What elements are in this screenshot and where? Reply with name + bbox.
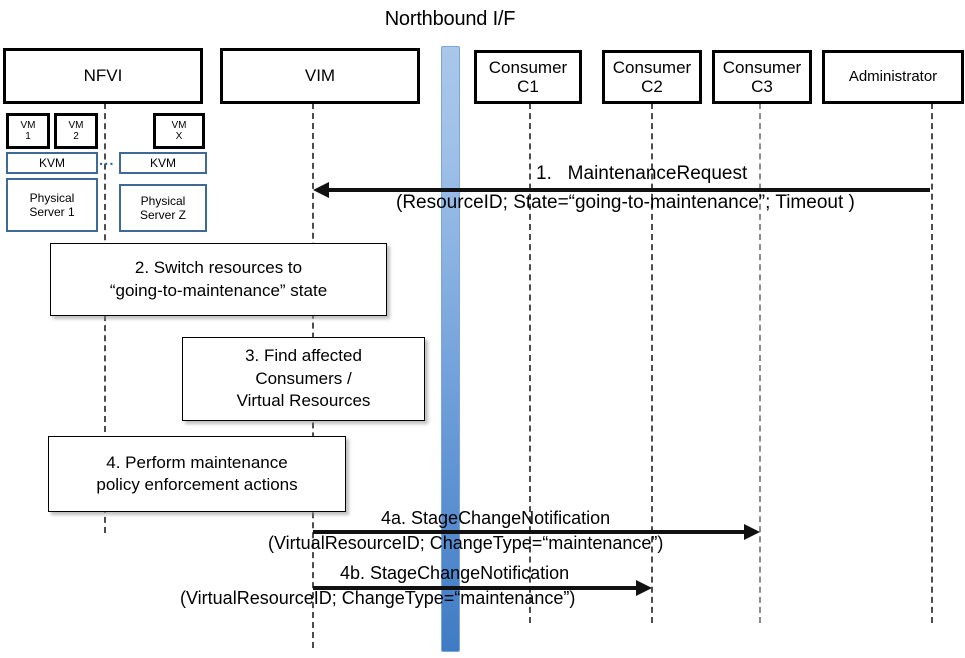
actor-consumer-c2-label-line2: C2 [641,77,663,96]
message-4b-title: 4b. StageChangeNotification [340,563,570,583]
message-4b-line [313,586,637,590]
step-2-line1: 2. Switch resources to [134,258,303,278]
actor-consumer-c1[interactable]: Consumer C1 [474,50,582,104]
kvm-box-1[interactable]: KVM [6,152,98,174]
ellipsis-separator: ... [99,152,115,169]
physical-server-1[interactable]: Physical Server 1 [6,178,98,232]
vm-box-1[interactable]: VM 1 [6,113,50,149]
vm-box-1-line1: VM [20,119,36,131]
message-1-arrowhead [313,182,329,198]
message-4a-arrowhead [744,524,760,540]
message-1-title: 1. MaintenanceRequest [536,163,748,184]
actor-administrator[interactable]: Administrator [822,50,964,104]
kvm-box-2-label: KVM [149,155,176,170]
actor-consumer-c1-label-line1: Consumer [488,57,568,77]
step-3-box[interactable]: 3. Find affected Consumers / Virtual Res… [182,337,425,421]
actor-consumer-c2[interactable]: Consumer C2 [602,50,702,104]
step-4-line2: policy enforcement actions [96,475,298,494]
step-2-box[interactable]: 2. Switch resources to “going-to-mainten… [50,243,387,316]
actor-consumer-c1-label-line2: C1 [517,77,539,96]
physical-server-z-line1: Physical [140,193,186,208]
physical-server-1-line1: Physical [29,190,75,205]
actor-consumer-c3-label-line1: Consumer [722,57,802,77]
vm-box-x[interactable]: VM X [153,113,205,149]
lifeline-c1 [529,103,531,623]
kvm-box-1-label: KVM [38,155,65,170]
lifeline-c2 [651,103,653,623]
message-4a-params: (VirtualResourceID; ChangeType=“maintena… [268,533,664,553]
step-3-line1: 3. Find affected [245,346,362,366]
physical-server-z-line2: Server Z [139,208,186,222]
kvm-box-2[interactable]: KVM [119,152,207,174]
message-4a-line [313,530,745,534]
actor-consumer-c2-label-line1: Consumer [612,57,692,77]
message-4b-params: (VirtualResourceID; ChangeType=“maintena… [180,588,576,608]
message-4a-title: 4a. StageChangeNotification [381,508,611,528]
actor-consumer-c3-label-line2: C3 [751,77,773,96]
vm-box-2[interactable]: VM 2 [54,113,98,149]
actor-nfvi-label: NFVI [83,66,123,86]
vm-box-x-line1: VM [171,119,187,131]
page-title: Northbound I/F [384,8,516,30]
vm-box-1-line2: 1 [25,131,31,142]
vm-box-2-line1: VM [68,119,84,131]
message-4b-arrowhead [636,580,652,596]
message-1-params: (ResourceID; State=“going-to-maintenance… [396,192,855,213]
actor-consumer-c3[interactable]: Consumer C3 [712,50,812,104]
lifeline-c3 [759,103,761,623]
actor-nfvi[interactable]: NFVI [3,48,203,104]
message-1-line [328,188,930,192]
actor-vim-label: VIM [304,66,336,86]
vm-box-2-line2: 2 [73,131,79,142]
northbound-interface-bar [441,46,460,652]
physical-server-1-line2: Server 1 [29,205,75,219]
lifeline-nfvi [104,103,106,533]
lifeline-administrator [931,103,933,623]
vm-box-x-line2: X [175,131,183,142]
actor-vim[interactable]: VIM [220,48,420,104]
physical-server-z[interactable]: Physical Server Z [119,184,207,232]
step-3-line3: Virtual Resources [236,391,371,411]
actor-administrator-label: Administrator [848,67,938,85]
step-3-line2: Consumers / [255,368,352,388]
step-4-box[interactable]: 4. Perform maintenance policy enforcemen… [48,436,346,512]
step-2-line2: “going-to-maintenance” state [109,280,328,300]
step-4-line1: 4. Perform maintenance [106,452,288,472]
